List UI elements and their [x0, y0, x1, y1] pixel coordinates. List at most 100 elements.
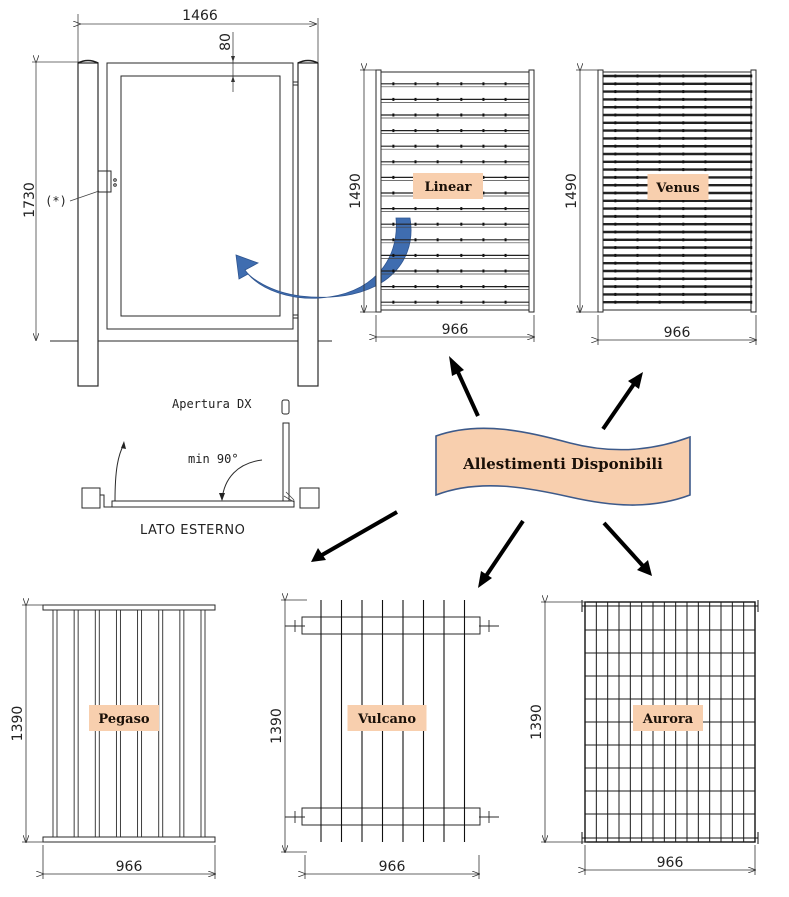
- slat-fixing: [636, 292, 639, 296]
- arrow-to-venus: [601, 382, 636, 431]
- slat-fixing: [414, 269, 417, 273]
- slat-fixing: [482, 191, 485, 195]
- slat-fixing: [658, 238, 661, 242]
- slat-fixing: [636, 129, 639, 133]
- slat-fixing: [704, 292, 707, 296]
- slat-fixing: [750, 90, 753, 94]
- slat-fixing: [504, 253, 507, 257]
- slat-fixing: [392, 238, 395, 242]
- slat-fixing: [614, 300, 617, 304]
- slat-fixing: [504, 300, 507, 304]
- slat-fixing: [682, 121, 685, 125]
- exterior-side-label: LATO ESTERNO: [140, 523, 245, 538]
- left-post-plan: [81, 487, 101, 509]
- slat-fixing: [636, 97, 639, 101]
- slat-fixing: [750, 238, 753, 242]
- slat-fixing: [436, 97, 439, 101]
- slat-fixing: [392, 191, 395, 195]
- slat-fixing: [704, 121, 707, 125]
- slat-fixing: [392, 269, 395, 273]
- slat-fixing: [460, 144, 463, 148]
- slat-fixing: [460, 129, 463, 133]
- height-label: 1390: [529, 704, 545, 740]
- slat-fixing: [704, 168, 707, 172]
- slat-fixing: [704, 105, 707, 109]
- slat-fixing: [436, 82, 439, 86]
- right-post-cap: [297, 59, 319, 64]
- right-post-plan: [299, 487, 320, 509]
- plan-view: Apertura DX min 90° LATO ESTERNO: [81, 397, 320, 538]
- slat-fixing: [704, 269, 707, 273]
- slat-fixing: [504, 160, 507, 164]
- slat-fixing: [392, 253, 395, 257]
- slat-fixing: [750, 175, 753, 179]
- lock-box: [97, 170, 112, 193]
- available-options-banner: Allestimenti Disponibili: [435, 427, 691, 506]
- banner-arrows: [311, 356, 652, 588]
- slat-fixing: [704, 74, 707, 78]
- slat-fixing: [504, 144, 507, 148]
- slat-fixing: [750, 269, 753, 273]
- variant-name-label: Linear: [424, 180, 471, 195]
- width-label: 966: [116, 859, 143, 875]
- panel-stile-right: [528, 69, 535, 313]
- slat-fixing: [460, 222, 463, 226]
- slat-fixing: [614, 191, 617, 195]
- slat-fixing: [504, 269, 507, 273]
- slat-fixing: [636, 74, 639, 78]
- open-leaf: [282, 422, 290, 502]
- slat-fixing: [658, 82, 661, 86]
- slat-fixing: [482, 207, 485, 211]
- latch-plan: [100, 494, 112, 508]
- variant-label-box: [89, 705, 159, 731]
- slat-fixing: [682, 136, 685, 140]
- slat-fixing: [636, 175, 639, 179]
- variant-name-label: Venus: [655, 181, 699, 196]
- slat-fixing: [614, 74, 617, 78]
- slat-fixing: [614, 90, 617, 94]
- slat-fixing: [504, 238, 507, 242]
- gate-leaf-inner-frame: [120, 75, 281, 317]
- slat-fixing: [482, 175, 485, 179]
- swing-arc-left: [114, 443, 125, 502]
- slat-fixing: [614, 230, 617, 234]
- slat-fixing: [682, 300, 685, 304]
- slat-fixing: [682, 269, 685, 273]
- arrow-to-aurora-head: [637, 560, 652, 576]
- slat-fixing: [682, 74, 685, 78]
- slat-fixing: [658, 285, 661, 289]
- slat-fixing: [682, 168, 685, 172]
- slat-fixing: [392, 175, 395, 179]
- slat-fixing: [750, 285, 753, 289]
- slat-fixing: [392, 97, 395, 101]
- slat-fixing: [704, 207, 707, 211]
- variant-label-box: [647, 174, 709, 200]
- arrow-to-pegaso: [321, 510, 398, 557]
- slat-fixing: [504, 113, 507, 117]
- slat-fixing: [636, 238, 639, 242]
- slat-fixing: [658, 121, 661, 125]
- slat-fixing: [682, 97, 685, 101]
- slat-fixing: [414, 300, 417, 304]
- slat-fixing: [682, 199, 685, 203]
- variant-name-label: Pegaso: [98, 712, 150, 727]
- slat-fixing: [636, 136, 639, 140]
- slat-fixing: [392, 160, 395, 164]
- slat-fixing: [460, 207, 463, 211]
- slat-fixing: [414, 207, 417, 211]
- slat-fixing: [392, 144, 395, 148]
- slat-fixing: [482, 285, 485, 289]
- vertical-bar: [73, 609, 79, 838]
- slat-fixing: [658, 246, 661, 250]
- slat-fixing: [750, 230, 753, 234]
- swing-arc-angle: [221, 459, 263, 501]
- slat-fixing: [682, 207, 685, 211]
- slat-fixing: [614, 269, 617, 273]
- slat-fixing: [614, 285, 617, 289]
- banner-title: Allestimenti Disponibili: [462, 455, 663, 473]
- variant-name-label: Vulcano: [357, 712, 416, 727]
- slat-fixing: [682, 253, 685, 257]
- slat-fixing: [658, 261, 661, 265]
